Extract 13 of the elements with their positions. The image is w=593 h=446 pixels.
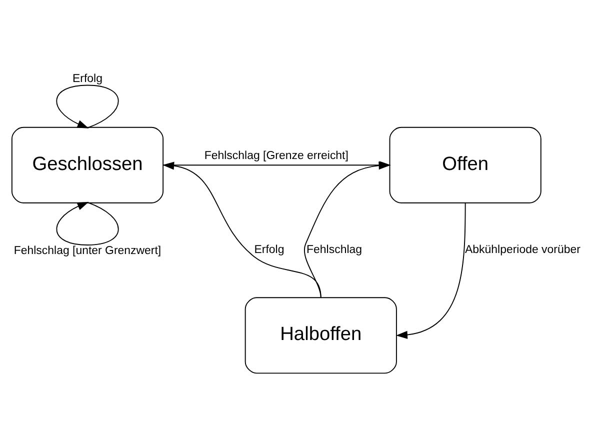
edge-label: Fehlschlag [Grenze erreicht] xyxy=(204,150,348,162)
node-box: Offen xyxy=(389,126,542,204)
arrow xyxy=(396,202,466,339)
edge-label: Fehlschlag xyxy=(306,244,362,256)
node-box: Geschlossen xyxy=(11,126,164,204)
edge-label: Erfolg xyxy=(254,244,284,256)
arrow xyxy=(56,84,119,128)
node-box: Halboffen xyxy=(244,297,397,374)
edge-label: Erfolg xyxy=(72,73,102,86)
edge-label: Abkühlperiode vorüber xyxy=(465,244,580,256)
edge-label: Fehlschlag [unter Grenzwert] xyxy=(14,245,162,258)
arrow xyxy=(162,162,322,298)
arrow xyxy=(56,202,119,246)
